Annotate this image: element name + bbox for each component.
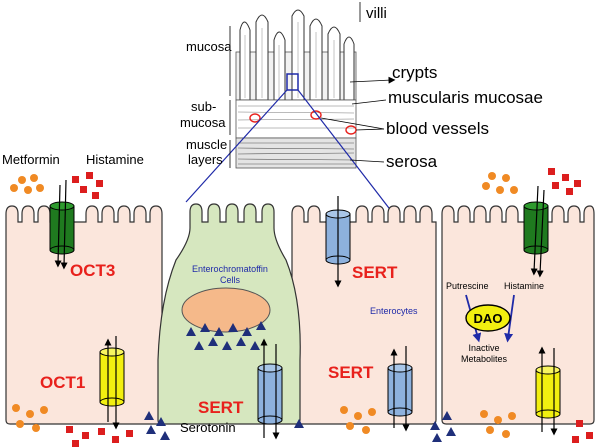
oct1-transporter-right <box>535 346 561 436</box>
villi-label: villi <box>366 5 387 22</box>
metformin-molecules-top-left <box>10 174 44 194</box>
ec-nucleus <box>181 287 271 333</box>
enterocytes-label: Enterocytes <box>370 306 418 316</box>
oct3-label: OCT3 <box>70 261 115 280</box>
serotonin-label: Serotonin <box>180 420 236 435</box>
blood-vessels-label: blood vessels <box>386 119 489 138</box>
submucosa-label-line1: sub- <box>191 99 216 114</box>
oct1-label: OCT1 <box>40 373 85 392</box>
serotonin-molecules-bottom-left <box>144 411 170 440</box>
inactive-label-line1: Inactive <box>468 343 499 353</box>
serotonin-molecules-bottom-middle <box>294 411 456 442</box>
histamine-molecules-top-left <box>72 172 103 199</box>
histamine-label-left: Histamine <box>86 152 144 167</box>
inactive-label-line2: Metabolites <box>461 354 508 364</box>
oct3-transporter-right <box>523 185 549 278</box>
mucosa-label: mucosa <box>186 39 232 54</box>
putrescine-label: Putrescine <box>446 281 489 291</box>
blood-vessel-1 <box>249 113 261 123</box>
crypt-highlight-box <box>286 73 299 91</box>
serosa-label: serosa <box>386 152 438 171</box>
enterocyte-right <box>441 205 595 425</box>
sert-transporter-ec <box>257 338 283 440</box>
villi-shapes <box>239 9 355 101</box>
oct1-transporter <box>99 336 125 430</box>
muscularis-mucosae-label: muscularis mucosae <box>388 88 543 107</box>
crypts-label: crypts <box>392 63 437 82</box>
histamine-molecules-bottom-right <box>572 420 593 443</box>
sert-label-ec: SERT <box>198 398 244 417</box>
histamine-molecules-top-right <box>548 168 581 195</box>
sert-transporter-top <box>325 196 351 288</box>
serotonin-molecules-ec <box>186 321 266 350</box>
sert-transporter-bottom <box>387 346 413 432</box>
sert-label-middle-top: SERT <box>352 263 398 282</box>
ec-title-line1: Enterochromatoffin <box>192 264 268 274</box>
dao-enzyme <box>465 304 511 332</box>
blood-vessel-2 <box>310 110 322 120</box>
muscle-label-line2: layers <box>188 152 223 167</box>
metformin-molecules-top-right <box>482 172 518 194</box>
ec-title-line2: Cells <box>220 275 241 285</box>
dao-label: DAO <box>474 311 503 326</box>
metformin-molecules-bottom-left <box>12 404 48 432</box>
muscle-label-line1: muscle <box>186 137 227 152</box>
metformin-label: Metformin <box>2 152 60 167</box>
histamine-arrow <box>504 294 515 343</box>
tissue-inset: mucosa sub- mucosa muscle layers villi c… <box>180 2 543 213</box>
sert-label-middle-bottom: SERT <box>328 363 374 382</box>
submucosa-label-line2: mucosa <box>180 115 226 130</box>
histamine-label-right: Histamine <box>504 281 544 291</box>
metformin-molecules-bottom-middle <box>340 406 376 434</box>
metformin-molecules-bottom-right <box>480 410 516 438</box>
histamine-molecules-bottom-left <box>66 426 133 447</box>
oct3-transporter <box>49 179 75 270</box>
